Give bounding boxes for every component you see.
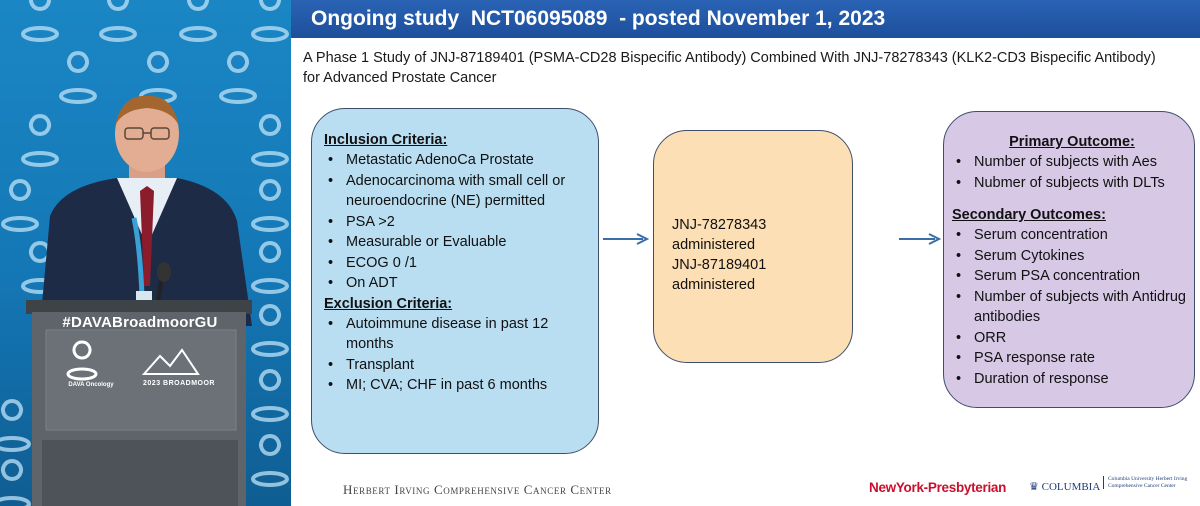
list-item: Measurable or Evaluable: [324, 232, 592, 253]
list-item: Autoimmune disease in past 12 months: [324, 314, 592, 355]
list-item: Serum concentration: [952, 225, 1192, 246]
slide-header-bar: Ongoing study NCT06095089 - posted Novem…: [291, 0, 1200, 38]
arrow-right-icon: [603, 233, 650, 245]
outcomes-box: Primary Outcome: Number of subjects with…: [943, 111, 1195, 408]
criteria-content: Inclusion Criteria: Metastatic AdenoCa P…: [324, 130, 592, 396]
list-item: ORR: [952, 328, 1192, 349]
list-item: Number of subjects with Antidrug antibod…: [952, 287, 1192, 328]
intervention-content: JNJ-78278343 administered JNJ-87189401 a…: [672, 215, 842, 295]
secondary-outcome-heading: Secondary Outcomes:: [952, 207, 1106, 223]
inclusion-list: Metastatic AdenoCa Prostate Adenocarcino…: [324, 150, 592, 294]
criteria-box: Inclusion Criteria: Metastatic AdenoCa P…: [311, 108, 599, 454]
nyp-logo: NewYork-Presbyterian: [869, 480, 1006, 495]
podium-logos: [66, 340, 200, 381]
list-item: Serum Cytokines: [952, 246, 1192, 267]
intervention-line: JNJ-78278343 administered: [672, 217, 767, 253]
podium-hashtag: #DAVABroadmoorGU: [62, 314, 218, 331]
presentation-slide: Ongoing study NCT06095089 - posted Novem…: [291, 0, 1200, 506]
list-item: On ADT: [324, 273, 592, 294]
slide-title: Ongoing study NCT06095089 - posted Novem…: [311, 7, 886, 30]
list-item: Adenocarcinoma with small cell or neuroe…: [324, 171, 592, 212]
podium-event-label: 2023 BROADMOOR: [143, 380, 215, 387]
intervention-line: JNJ-87189401 administered: [672, 257, 767, 293]
arrow-right-icon: [899, 233, 942, 245]
list-item: PSA >2: [324, 212, 592, 233]
primary-outcome-list: Number of subjects with Aes Nubmer of su…: [952, 152, 1192, 193]
nyp-logo-text: NewYork-Presbyterian: [869, 480, 1007, 495]
study-title: A Phase 1 Study of JNJ-87189401 (PSMA-CD…: [303, 50, 1156, 86]
list-item: PSA response rate: [952, 348, 1192, 369]
columbia-cancer-center-logo: Columbia University Herbert Irving Compr…: [1103, 476, 1200, 489]
inclusion-heading: Inclusion Criteria:: [324, 132, 448, 148]
list-item: Nubmer of subjects with DLTs: [952, 173, 1192, 194]
exclusion-heading: Exclusion Criteria:: [324, 295, 453, 312]
crown-icon: ♛: [1029, 481, 1039, 493]
podium: [26, 300, 252, 506]
list-item: Number of subjects with Aes: [952, 152, 1192, 173]
columbia-logo: ♛ COLUMBIA: [1029, 480, 1100, 493]
intervention-box: JNJ-78278343 administered JNJ-87189401 a…: [653, 130, 853, 363]
exclusion-list: Autoimmune disease in past 12 months Tra…: [324, 314, 592, 396]
list-item: Serum PSA concentration: [952, 266, 1192, 287]
podium-org-label: DAVA Oncology: [68, 382, 114, 388]
secondary-outcome-list: Serum concentration Serum Cytokines Seru…: [952, 225, 1192, 389]
list-item: MI; CVA; CHF in past 6 months: [324, 375, 592, 396]
list-item: Transplant: [324, 355, 592, 376]
outcomes-content: Primary Outcome: Number of subjects with…: [952, 132, 1192, 389]
primary-outcome-heading: Primary Outcome:: [1009, 134, 1135, 150]
list-item: ECOG 0 /1: [324, 253, 592, 274]
speaker-figure: [40, 96, 252, 326]
list-item: Metastatic AdenoCa Prostate: [324, 150, 592, 171]
speaker-video-feed: #DAVABroadmoorGU DAVA Oncology 2023 BROA…: [0, 0, 291, 506]
columbia-logo-text: COLUMBIA: [1041, 481, 1101, 493]
list-item: Duration of response: [952, 369, 1192, 390]
footer-institution: Herbert Irving Comprehensive Cancer Cent…: [343, 482, 612, 497]
